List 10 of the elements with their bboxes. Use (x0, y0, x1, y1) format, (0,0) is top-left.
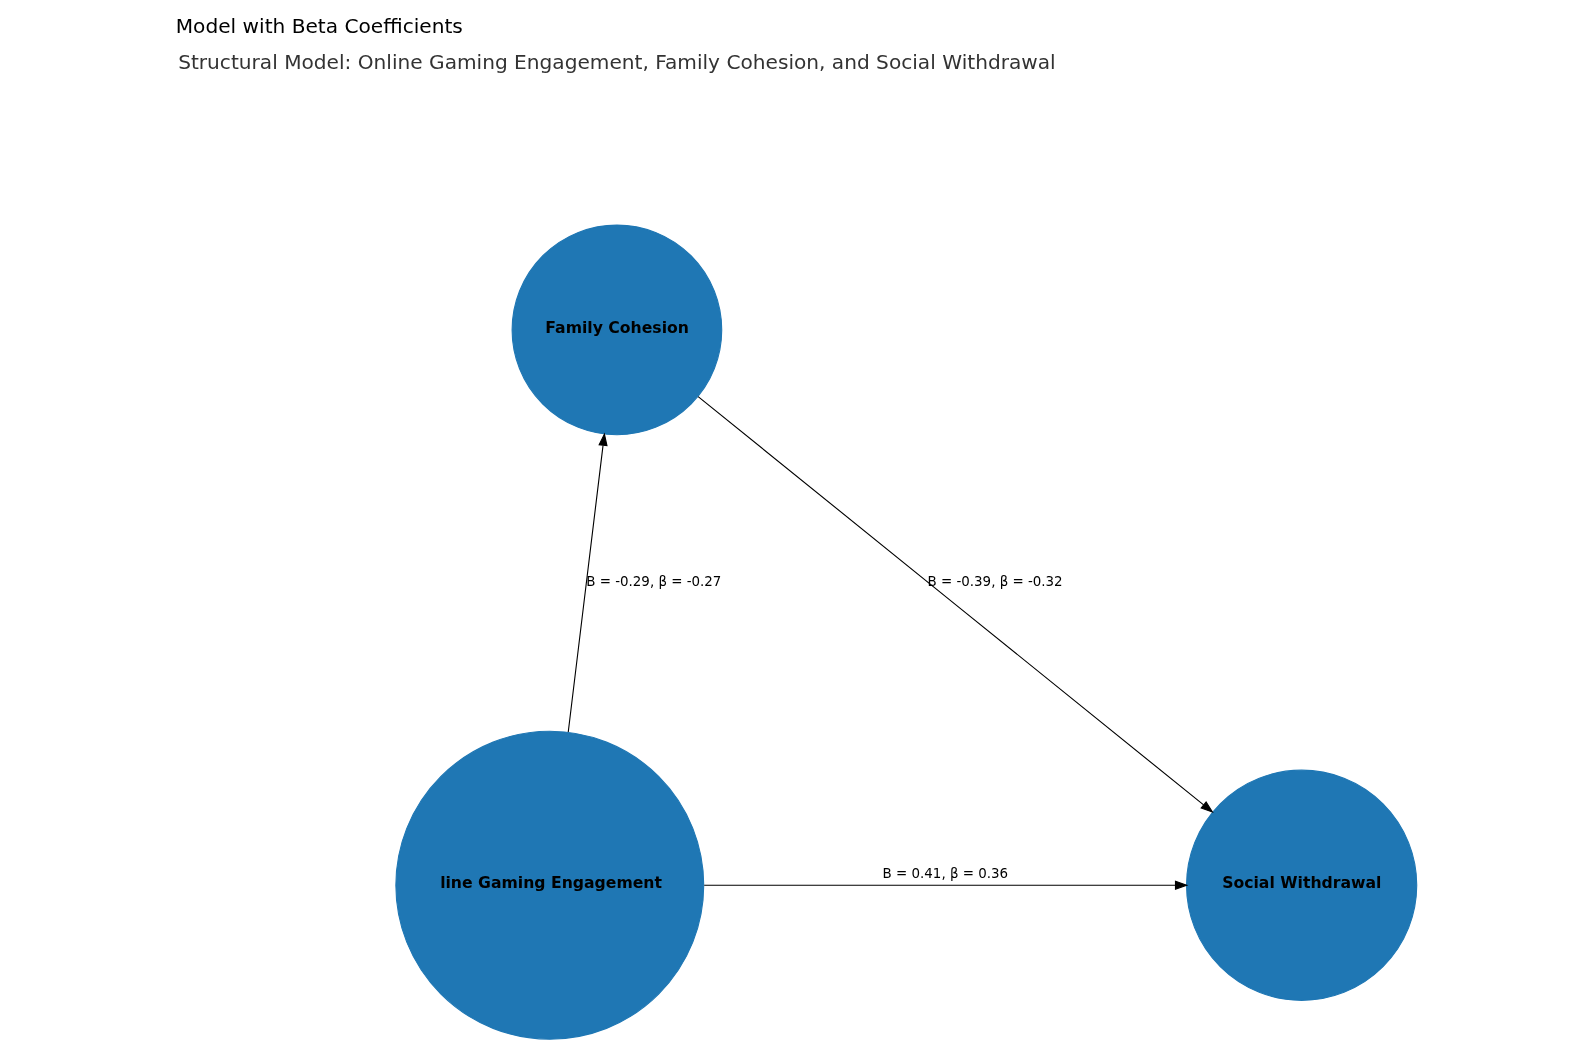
node-circle: Social Withdrawal (1185, 769, 1418, 1001)
arrow (703, 880, 1189, 890)
label: Structural Model: Online Gaming Engagement, Family Cohesion, and Social Withdrawal (178, 49, 1056, 74)
edge-label: B = 0.41, β = 0.36 (882, 866, 1009, 882)
edge-label: B = -0.29, β = -0.27 (586, 574, 722, 590)
arrow (567, 432, 608, 733)
arrow (697, 396, 1214, 814)
diagram-title: Model with Beta Coefficients (175, 14, 463, 39)
node-circle: line Gaming Engagement (395, 730, 705, 1040)
node-circle: Family Cohesion (511, 224, 723, 436)
